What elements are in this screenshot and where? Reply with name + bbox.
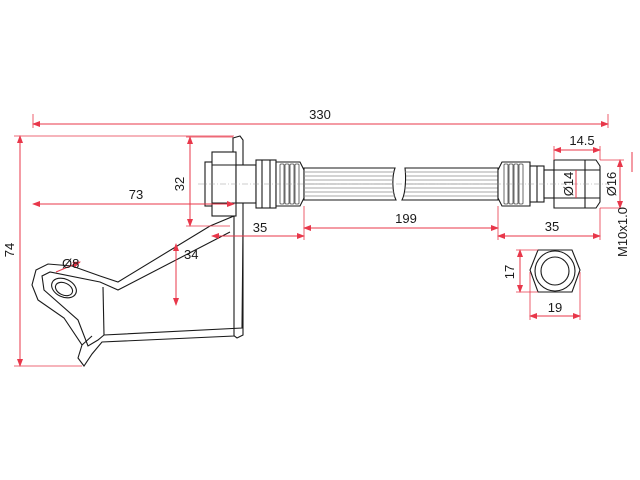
dim-total-height-label: 74: [2, 243, 17, 257]
dim-hose-length-label: 199: [395, 211, 417, 226]
dim-hole-diameter-label: Ø8: [62, 256, 79, 271]
dim-arm-length: 34: [173, 243, 198, 306]
dim-hex-height: 17: [502, 249, 538, 293]
dim-inner-diameter: Ø14: [561, 170, 577, 198]
dim-right-fitting-length-label: 35: [545, 219, 559, 234]
dim-right-fitting-length: 35: [497, 208, 601, 240]
dim-nut-width: 14.5: [553, 133, 601, 160]
mounting-hole: [51, 277, 77, 299]
dimensions: 330 73 32 74 Ø8 34: [2, 107, 633, 367]
dim-bracket-height-label: 32: [172, 177, 187, 191]
dim-arm-length-label: 34: [184, 247, 198, 262]
dim-nut-width-label: 14.5: [569, 133, 594, 148]
dim-hex-width-label: 19: [548, 300, 562, 315]
dim-fitting-diameter: Ø16: [600, 159, 624, 209]
dim-inner-diameter-label: Ø14: [561, 172, 576, 197]
dim-left-fitting-length-label: 35: [253, 220, 267, 235]
dim-hose-length: 199: [303, 206, 499, 240]
dim-bracket-height: 32: [172, 136, 233, 227]
dim-hex-width: 19: [529, 272, 581, 320]
dim-left-fitting-length: 35: [211, 206, 305, 240]
dim-total-height: 74: [2, 135, 234, 367]
dim-overall-length-label: 330: [309, 107, 331, 122]
dim-overall-length: 330: [32, 107, 609, 128]
dim-hex-height-label: 17: [502, 265, 517, 279]
dim-hole-diameter: Ø8: [55, 256, 81, 273]
dim-bracket-offset-label: 73: [129, 187, 143, 202]
dim-thread-label: M10x1.0: [615, 207, 630, 257]
dim-fitting-diameter-label: Ø16: [604, 172, 619, 197]
dim-bracket-offset: 73: [32, 187, 235, 207]
part-outline: [31, 135, 608, 367]
dim-thread: M10x1.0: [615, 152, 633, 257]
hex-nut-end-view: [529, 249, 581, 293]
